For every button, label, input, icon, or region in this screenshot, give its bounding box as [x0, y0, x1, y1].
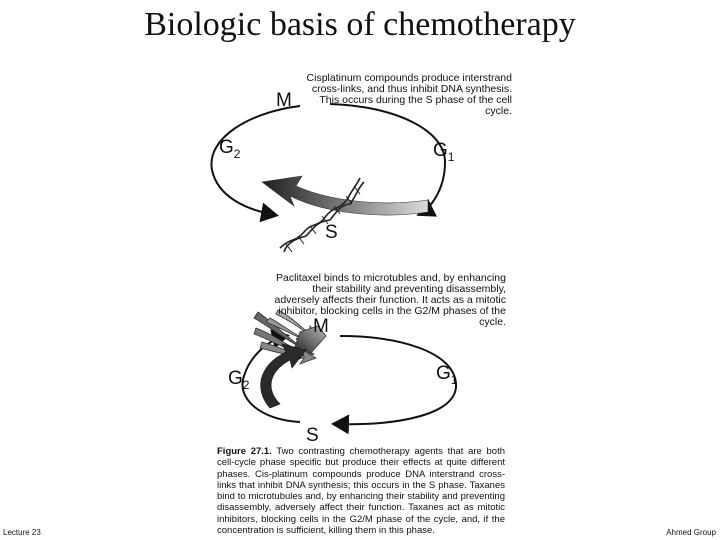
top-phase-m: M — [276, 90, 292, 111]
bottom-phase-g2: G2 — [228, 368, 250, 392]
top-cycle-s-phase-arrow — [261, 175, 429, 216]
bottom-phase-s: S — [306, 425, 319, 446]
top-cycle: M G2 G1 S — [210, 90, 455, 253]
top-phase-s: S — [325, 222, 338, 243]
bottom-cycle-top-arc — [331, 335, 458, 435]
bottom-cycle-g2m-arrow — [260, 343, 307, 409]
top-phase-g1: G1 — [433, 140, 455, 164]
top-cycle-loop-arc — [210, 105, 301, 223]
dna-helix-icon — [279, 177, 365, 253]
top-phase-g2: G2 — [219, 137, 241, 161]
cisplatinum-note: Cisplatinum compounds produce interstran… — [306, 72, 512, 117]
bottom-cycle: M G2 G1 S — [228, 309, 458, 446]
figure-caption: Figure 27.1. Two contrasting chemotherap… — [217, 446, 505, 536]
figure-caption-label: Figure 27.1. — [217, 446, 272, 457]
microtubule-fan-icon — [253, 309, 327, 365]
footer-group: Ahmed Group — [666, 528, 716, 537]
bottom-phase-m: M — [313, 316, 329, 337]
bottom-phase-g1: G1 — [436, 363, 458, 387]
figure-caption-text: Two contrasting chemotherapy agents that… — [217, 446, 505, 537]
paclitaxel-note: Paclitaxel binds to microtubles and, by … — [274, 272, 507, 328]
slide-title: Biologic basis of chemotherapy — [144, 6, 576, 43]
footer-lecture: Lecture 23 — [3, 528, 41, 537]
top-cycle-right-arc — [329, 103, 447, 217]
